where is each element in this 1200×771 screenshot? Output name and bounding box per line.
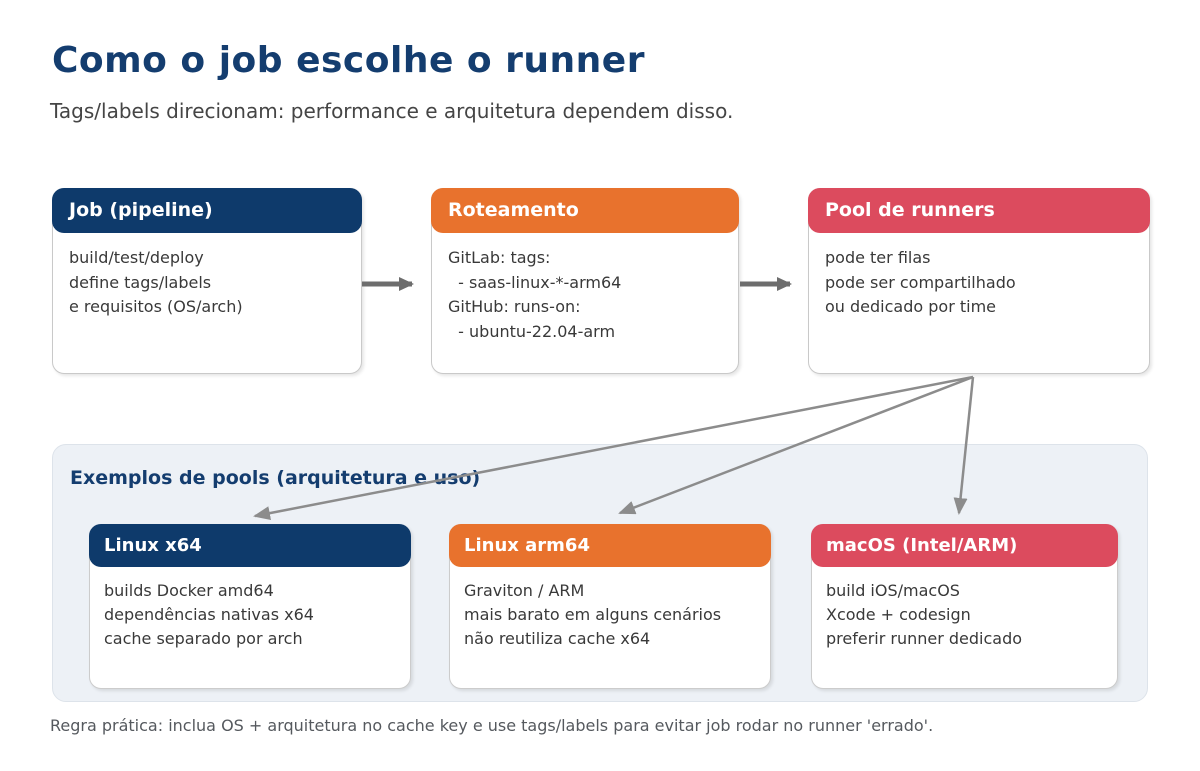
flow-box-pool-line: ou dedicado por time [825,297,997,316]
flow-box-job: Job (pipeline) build/test/deploy define … [52,188,362,374]
card-macos-line: Xcode + codesign [826,605,971,624]
card-linux-arm64-header: Linux arm64 [449,524,771,567]
flow-box-job-line: build/test/deploy [69,248,204,267]
flow-box-roteamento-line: GitHub: runs-on: [448,297,581,316]
card-linux-arm64-line: Graviton / ARM [464,581,585,600]
flow-box-job-body: build/test/deploy define tags/labels e r… [53,233,361,320]
flow-box-pool-line: pode ser compartilhado [825,272,1016,292]
card-linux-x64-header: Linux x64 [89,524,411,567]
flow-box-pool-body: pode ter filas pode ser compartilhado ou… [809,233,1149,320]
flow-box-roteamento-line: GitLab: tags: [448,248,551,267]
flow-box-roteamento: Roteamento GitLab: tags: - saas-linux-*-… [431,188,739,374]
card-linux-arm64-body: Graviton / ARM mais barato em alguns cen… [450,568,770,651]
flow-box-job-header: Job (pipeline) [52,188,362,233]
flow-box-roteamento-line: - saas-linux-*-arm64 [448,272,622,292]
flow-box-roteamento-header: Roteamento [431,188,739,233]
flow-box-job-line: e requisitos (OS/arch) [69,297,243,316]
footer-note: Regra prática: inclua OS + arquitetura n… [50,716,934,735]
card-macos: macOS (Intel/ARM) build iOS/macOS Xcode … [811,524,1118,689]
card-linux-x64-line: dependências nativas x64 [104,605,314,624]
flow-box-pool: Pool de runners pode ter filas pode ser … [808,188,1150,374]
page-title: Como o job escolhe o runner [52,40,645,81]
card-macos-header: macOS (Intel/ARM) [811,524,1118,567]
card-linux-x64-line: builds Docker amd64 [104,581,274,600]
flow-box-pool-header: Pool de runners [808,188,1150,233]
card-linux-arm64: Linux arm64 Graviton / ARM mais barato e… [449,524,771,689]
examples-panel-title: Exemplos de pools (arquitetura e uso) [70,467,481,489]
card-linux-x64-line: cache separado por arch [104,629,303,648]
card-linux-x64-body: builds Docker amd64 dependências nativas… [90,568,410,651]
card-linux-x64: Linux x64 builds Docker amd64 dependênci… [89,524,411,689]
card-macos-line: build iOS/macOS [826,581,960,600]
card-macos-line: preferir runner dedicado [826,629,1023,648]
examples-panel: Exemplos de pools (arquitetura e uso) Li… [52,444,1148,702]
card-linux-arm64-line: não reutiliza cache x64 [464,629,651,648]
flow-box-pool-line: pode ter filas [825,248,931,267]
flow-box-roteamento-body: GitLab: tags: - saas-linux-*-arm64 GitHu… [432,233,738,344]
page-subtitle: Tags/labels direcionam: performance e ar… [50,99,734,123]
flow-box-job-line: define tags/labels [69,272,212,292]
card-linux-arm64-line: mais barato em alguns cenários [464,605,722,624]
flow-box-roteamento-line: - ubuntu-22.04-arm [448,321,616,341]
card-macos-body: build iOS/macOS Xcode + codesign preferi… [812,568,1117,651]
